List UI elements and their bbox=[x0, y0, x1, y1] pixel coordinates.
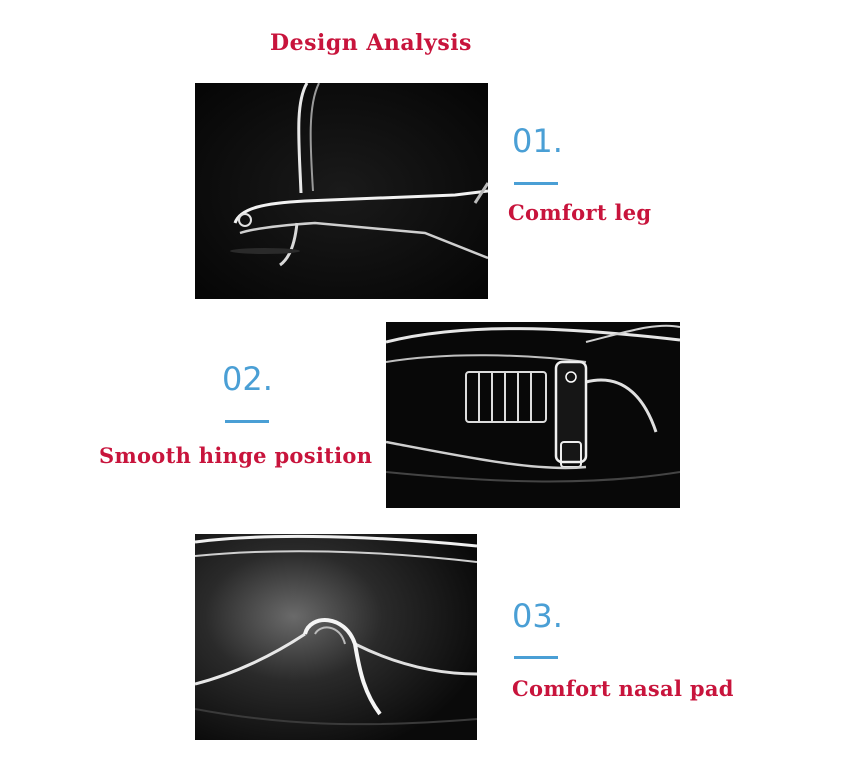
feature-divider-2 bbox=[225, 420, 269, 423]
feature-number-2: 02. bbox=[222, 360, 273, 398]
feature-divider-1 bbox=[514, 182, 558, 185]
feature-divider-3 bbox=[514, 656, 558, 659]
glasses-hinge-photo bbox=[386, 322, 680, 508]
glasses-temple-arm-photo bbox=[195, 83, 488, 299]
page-title: Design Analysis bbox=[270, 30, 472, 56]
feature-label-3: Comfort nasal pad bbox=[512, 676, 734, 701]
feature-label-2: Smooth hinge position bbox=[99, 443, 373, 468]
feature-number-1: 01. bbox=[512, 122, 563, 160]
feature-number-3: 03. bbox=[512, 597, 563, 635]
glasses-nose-pad-photo bbox=[195, 534, 477, 740]
feature-label-1: Comfort leg bbox=[508, 200, 652, 225]
